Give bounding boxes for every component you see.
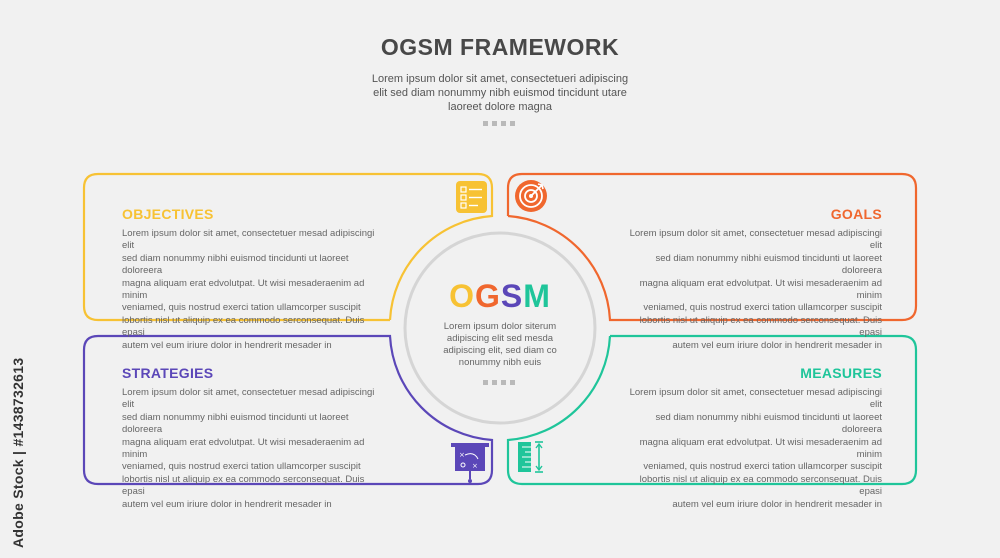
svg-text:×: × [472, 462, 478, 470]
objectives-description: Lorem ipsum dolor sit amet, consectetuer… [122, 228, 377, 352]
center-description: Lorem ipsum dolor siterum adipiscing eli… [430, 321, 570, 369]
center-ogsm-title: OGSM [430, 278, 570, 315]
goals-title: GOALS [830, 206, 882, 222]
letter-m: M [523, 278, 551, 314]
text-line: lobortis nisl ut aliquip ex ea commodo s… [122, 473, 365, 498]
subtitle-line: Lorem ipsum dolor sit amet, consectetuer… [371, 73, 629, 85]
measures-frame [506, 334, 918, 486]
text-line: veniamed, quis nostrud exerci tation ull… [643, 461, 882, 473]
goals-frame [506, 172, 918, 322]
text-line: Lorem ipsum dolor sit amet, consectetuer… [629, 228, 882, 252]
text-line: autem vel eum iriure dolor in hendrerit … [122, 339, 332, 351]
text-line: sed diam nonummy nibhi euismod tincidunt… [122, 411, 349, 436]
text-line: sed diam nonummy nibhi euismod tincidunt… [655, 252, 882, 277]
text-line: magna aliquam erat edvolutpat. Ut wisi m… [122, 436, 365, 461]
strategies-frame [82, 334, 494, 486]
page-title: OGSM FRAMEWORK [380, 34, 620, 60]
strategy-board-icon: × × [451, 443, 489, 483]
text-line: adipiscing elit sed mesda [446, 333, 554, 344]
measures-description: Lorem ipsum dolor sit amet, consectetuer… [627, 387, 882, 511]
text-line: lobortis nisl ut aliquip ex ea commodo s… [639, 473, 882, 498]
subtitle-line: laoreet dolore magna [448, 101, 552, 113]
strategies-description: Lorem ipsum dolor sit amet, consectetuer… [122, 387, 377, 511]
text-line: autem vel eum iriure dolor in hendrerit … [122, 498, 332, 510]
text-line: autem vel eum iriure dolor in hendrerit … [672, 339, 882, 351]
text-line: veniamed, quis nostrud exerci tation ull… [643, 302, 882, 314]
objectives-title: OBJECTIVES [122, 206, 214, 222]
page-subtitle: Lorem ipsum dolor sit amet, consectetuer… [350, 72, 650, 114]
subtitle-line: elit sed diam nonummy nibh euismod tinci… [373, 87, 627, 99]
letter-o: O [449, 278, 475, 314]
text-line: Lorem ipsum dolor sit amet, consectetuer… [122, 387, 375, 411]
stock-watermark: Adobe Stock | #1438732613 [10, 357, 26, 548]
text-line: lobortis nisl ut aliquip ex ea commodo s… [122, 314, 365, 339]
text-line: autem vel eum iriure dolor in hendrerit … [672, 498, 882, 510]
text-line: magna aliquam erat edvolutpat. Ut wisi m… [639, 436, 882, 461]
goals-description: Lorem ipsum dolor sit amet, consectetuer… [627, 228, 882, 352]
text-line: adipiscing elit, sed diam co [443, 345, 557, 356]
text-line: Lorem ipsum dolor sit amet, consectetuer… [122, 228, 375, 252]
text-line: Lorem ipsum dolor siterum [443, 321, 557, 332]
text-line: veniamed, quis nostrud exerci tation ull… [122, 461, 361, 473]
objectives-frame [82, 172, 494, 322]
strategies-title: STRATEGIES [122, 365, 214, 381]
letter-s: S [500, 278, 524, 314]
text-line: Lorem ipsum dolor sit amet, consectetuer… [629, 387, 882, 411]
checklist-icon [456, 181, 487, 213]
text-line: nonummy nibh euis [458, 357, 542, 368]
center-circle [403, 231, 597, 425]
header-dots-separator [483, 121, 515, 126]
text-line: veniamed, quis nostrud exerci tation ull… [122, 302, 361, 314]
text-line: sed diam nonummy nibhi euismod tincidunt… [655, 411, 882, 436]
ruler-icon [518, 441, 543, 473]
target-icon [515, 180, 547, 212]
text-line: lobortis nisl ut aliquip ex ea commodo s… [639, 314, 882, 339]
center-dots-separator [483, 380, 515, 385]
text-line: sed diam nonummy nibhi euismod tincidunt… [122, 252, 349, 277]
text-line: magna aliquam erat edvolutpat. Ut wisi m… [639, 277, 882, 302]
measures-title: MEASURES [800, 365, 882, 381]
text-line: magna aliquam erat edvolutpat. Ut wisi m… [122, 277, 365, 302]
letter-g: G [475, 278, 501, 314]
svg-text:×: × [459, 451, 465, 459]
